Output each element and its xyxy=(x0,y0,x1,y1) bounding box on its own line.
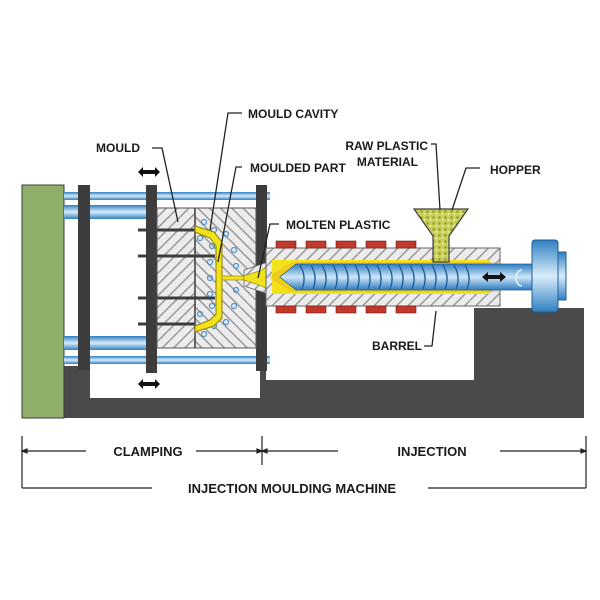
section-label-injection: INJECTION xyxy=(397,444,466,459)
drive-unit xyxy=(531,239,567,313)
screw-flight xyxy=(321,264,327,290)
dimension-lines xyxy=(20,436,588,489)
double-arrow-icon xyxy=(482,272,506,282)
label-barrel: BARREL xyxy=(372,339,422,353)
label-raw-plastic-line1: RAW PLASTIC xyxy=(345,139,428,153)
screw-flight xyxy=(332,264,338,290)
ejector-pins-front xyxy=(157,228,215,326)
screw-flight xyxy=(365,264,371,290)
double-arrow-icon xyxy=(138,379,160,389)
label-mould-cavity: MOULD CAVITY xyxy=(248,107,338,121)
label-hopper: HOPPER xyxy=(490,163,541,177)
label-moulded-part: MOULDED PART xyxy=(250,161,346,175)
screw-flight xyxy=(343,264,349,290)
screw-flight xyxy=(376,264,382,290)
end-plate xyxy=(21,184,65,419)
label-raw-plastic-line2: MATERIAL xyxy=(357,155,418,169)
label-mould: MOULD xyxy=(96,141,140,155)
leader-lines xyxy=(152,112,480,347)
machine-base xyxy=(64,308,584,418)
screw-flight xyxy=(431,264,437,290)
label-molten-plastic: MOLTEN PLASTIC xyxy=(286,218,391,232)
rear-platen xyxy=(78,185,90,370)
screw-flight xyxy=(354,264,360,290)
moving-platen xyxy=(146,185,157,373)
sprue xyxy=(221,275,245,281)
double-arrow-icon xyxy=(138,167,160,177)
screw-flight xyxy=(442,264,448,290)
screw-flight xyxy=(398,264,404,290)
screw-flight xyxy=(464,264,470,290)
screw-flight xyxy=(310,264,316,290)
section-label-machine: INJECTION MOULDING MACHINE xyxy=(188,481,396,496)
screw-flight xyxy=(299,264,305,290)
hopper xyxy=(412,208,470,263)
section-label-clamping: CLAMPING xyxy=(113,444,182,459)
rotation-arrow-icon xyxy=(515,269,523,287)
screw-flight xyxy=(453,264,459,290)
cooling-channels xyxy=(196,218,240,338)
heater-bands xyxy=(275,240,417,314)
screw-flight xyxy=(387,264,393,290)
screw-flight xyxy=(420,264,426,290)
screw-flight xyxy=(409,264,415,290)
